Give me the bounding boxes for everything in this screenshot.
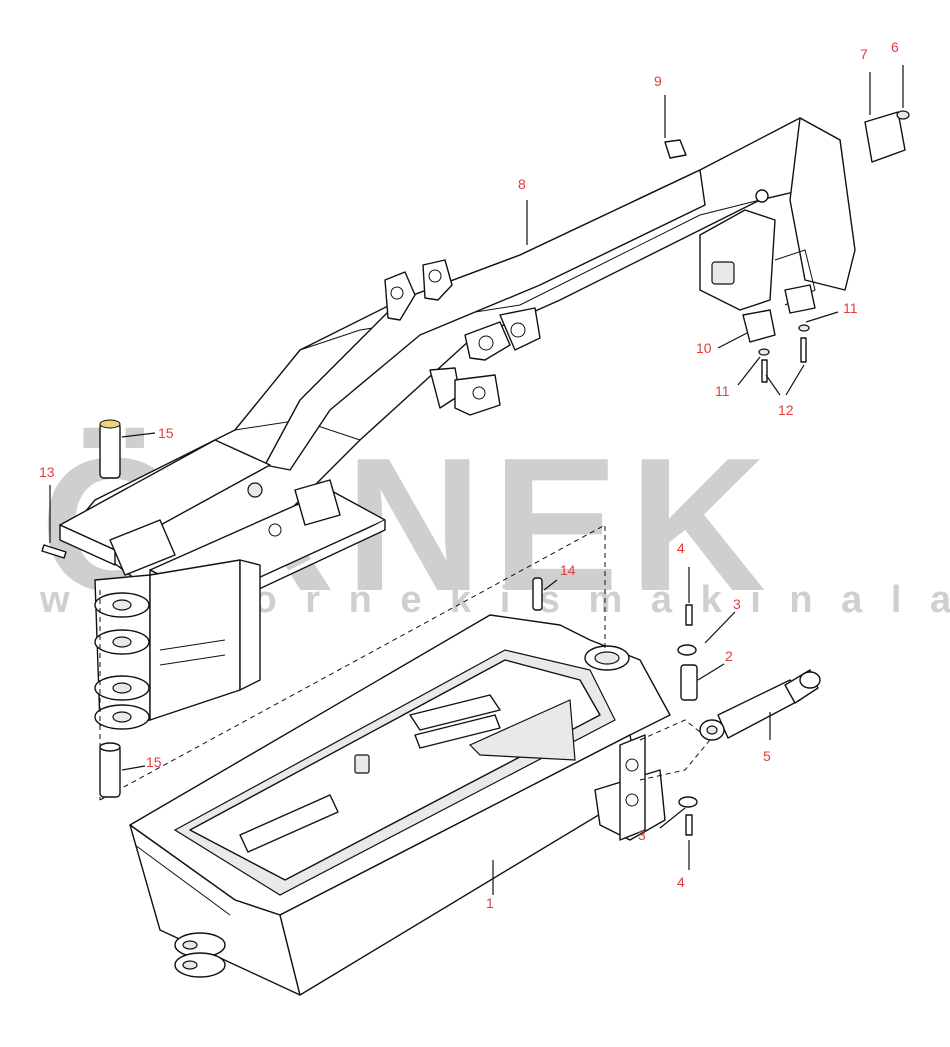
clamp-10 [742,309,776,343]
callout-2: 2 [725,648,733,664]
nut-11-left [758,348,770,356]
nut-11-right [798,324,810,332]
washer-3-upper [677,644,697,656]
bushing-2 [680,664,698,701]
callout-13: 13 [39,464,55,480]
callout-11-left: 11 [715,383,730,399]
callout-3-lower: 3 [638,827,646,843]
boom-arm-part-8 [69,117,856,591]
callout-15-lower: 15 [146,754,162,770]
leader-lines [49,65,904,895]
swing-tower [94,559,261,730]
bolt-4-upper [685,604,693,626]
callout-4-upper: 4 [677,540,685,556]
callout-7: 7 [860,46,868,62]
pin-15-lower [99,744,121,798]
callout-10: 10 [696,340,712,356]
callouts: 1 2 3 3 4 4 5 6 7 8 9 10 11 11 12 13 14 … [39,39,899,911]
callout-11-right: 11 [843,300,858,316]
pin-15-upper [99,422,121,479]
bolt-12-right [800,337,807,363]
callout-8: 8 [518,176,526,192]
callout-3-upper: 3 [733,596,741,612]
callout-5: 5 [763,748,771,764]
hardware [41,110,910,836]
cover-plate-7 [864,111,906,163]
clamp-block [784,284,816,314]
washer-3-lower [678,796,698,808]
callout-14: 14 [560,562,576,578]
callout-9: 9 [654,73,662,89]
main-frame-part-1 [99,524,711,996]
callout-12: 12 [778,402,794,418]
callout-4-lower: 4 [677,874,685,890]
callout-1: 1 [486,895,494,911]
pin-14 [532,577,543,611]
screw-6 [896,110,910,120]
bolt-13 [41,544,67,559]
bolt-12-left [761,359,768,383]
callout-6: 6 [891,39,899,55]
hydraulic-cylinder-part-5 [699,669,821,741]
callout-15-upper: 15 [158,425,174,441]
bolt-4-lower [685,814,693,836]
plug-9 [664,139,687,159]
